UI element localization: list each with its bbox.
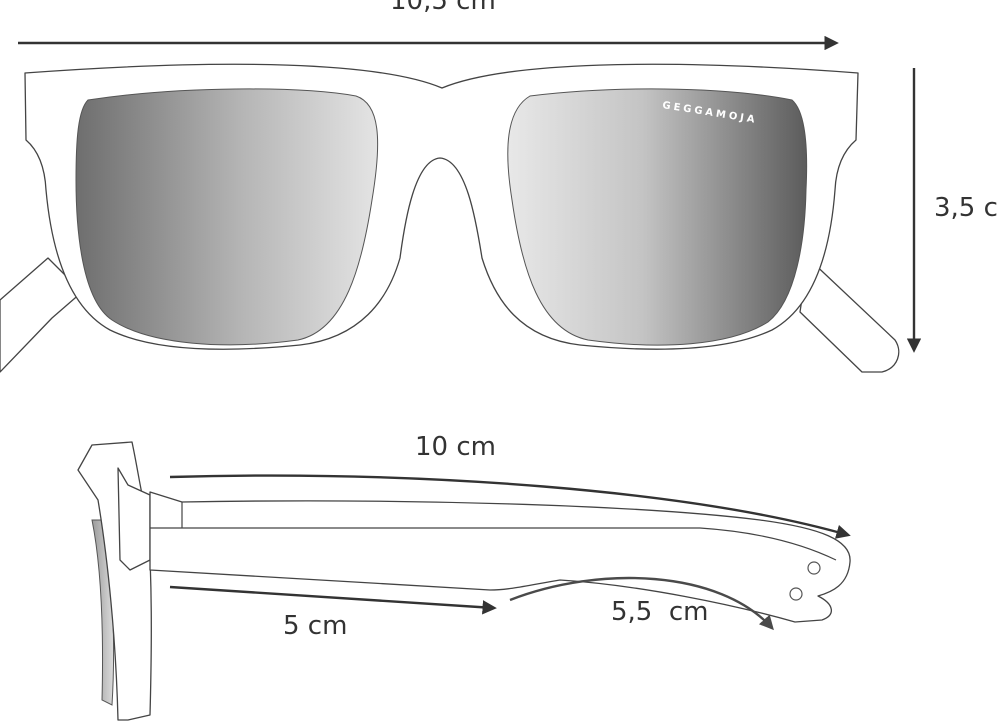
height-label: 3,5 c bbox=[934, 193, 998, 223]
side-frame-profile bbox=[77, 441, 152, 721]
width-label: 10,5 cm bbox=[390, 0, 496, 16]
temple-length-label: 10 cm bbox=[415, 432, 496, 462]
rear-segment-label: 5,5 cm bbox=[611, 597, 709, 627]
right-temple bbox=[799, 257, 900, 373]
front-segment-arrow bbox=[169, 585, 497, 615]
temple-length-dimension: 10 cm bbox=[169, 432, 851, 539]
width-dimension: 10,5 cm bbox=[18, 0, 839, 51]
rear-segment-dimension: 5,5 cm bbox=[509, 576, 774, 631]
front-view: GEGGAMOJA bbox=[0, 63, 900, 373]
side-temple-seam bbox=[150, 502, 837, 561]
left-lens bbox=[75, 88, 379, 346]
front-segment-dimension: 5 cm bbox=[169, 585, 497, 641]
side-view bbox=[77, 441, 851, 721]
right-lens bbox=[507, 88, 808, 346]
temple-length-arrow bbox=[169, 474, 851, 539]
rear-segment-arrow bbox=[509, 576, 774, 631]
height-dimension: 3,5 c bbox=[906, 68, 998, 353]
temple-screw-upper bbox=[807, 561, 821, 575]
front-segment-label: 5 cm bbox=[283, 611, 347, 641]
temple-screw-lower bbox=[789, 587, 803, 601]
